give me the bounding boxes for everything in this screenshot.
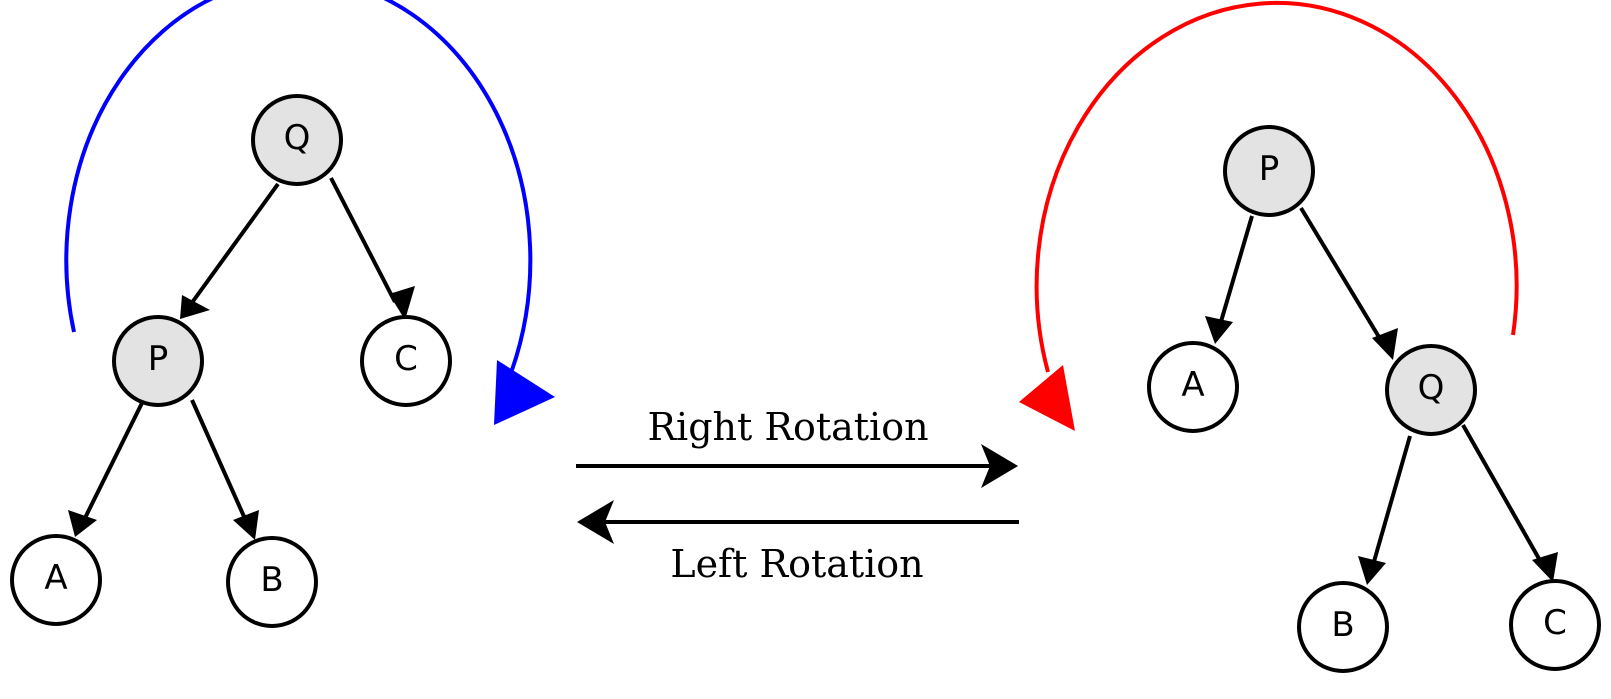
right-rotation-label: Right Rotation: [647, 405, 928, 449]
edge-q-to-c-arrowhead: [1532, 552, 1558, 582]
node-label: C: [394, 339, 418, 379]
node-circle: [1223, 125, 1315, 217]
tree-node-c: C: [1509, 579, 1601, 671]
node-label: Q: [1418, 368, 1445, 408]
edge-q-to-b: [1371, 435, 1412, 566]
node-circle: [251, 94, 343, 186]
right-rotation-arrowhead: [981, 444, 1018, 488]
node-label: A: [1181, 365, 1204, 405]
tree-node-q: Q: [251, 94, 343, 186]
edge-p-to-a-arrowhead: [1205, 316, 1233, 344]
edge-q-to-c: [1461, 424, 1544, 565]
edge-p-to-a: [82, 402, 144, 521]
node-label: A: [44, 558, 67, 598]
left-rotation-arrowhead: [577, 500, 614, 544]
tree-node-b: B: [1297, 581, 1389, 673]
node-label: B: [1331, 605, 1354, 645]
edge-q-to-p: [189, 182, 280, 306]
right-rotation-arc: [1034, 0, 1519, 373]
tree-node-p: P: [112, 315, 204, 407]
node-label: B: [260, 560, 283, 600]
node-circle: [226, 536, 318, 628]
node-circle: [360, 315, 452, 407]
left-tree: Q P C A B: [10, 0, 555, 628]
edge-q-to-b-arrowhead: [1358, 556, 1386, 585]
tree-node-b: B: [226, 536, 318, 628]
tree-node-p: P: [1223, 125, 1315, 217]
node-label: P: [148, 339, 169, 379]
tree-node-a: A: [1147, 341, 1239, 433]
node-circle: [1147, 341, 1239, 433]
left-rotation-arc: [64, 0, 533, 371]
edge-p-to-b: [190, 399, 248, 522]
left-rotation-label: Left Rotation: [670, 542, 923, 586]
node-label: P: [1259, 149, 1280, 189]
tree-node-a: A: [10, 534, 102, 626]
node-circle: [1297, 581, 1389, 673]
rotation-arrows: Right Rotation Left Rotation: [576, 405, 1019, 586]
edge-p-to-a: [1218, 215, 1254, 326]
node-circle: [1385, 344, 1477, 436]
node-circle: [112, 315, 204, 407]
edge-q-to-c-arrowhead: [389, 286, 415, 320]
node-circle: [10, 534, 102, 626]
node-label: C: [1543, 603, 1567, 643]
edge-p-to-a-arrowhead: [68, 510, 97, 537]
node-label: Q: [284, 118, 311, 158]
left-rotation-arc-arrowhead: [494, 360, 555, 425]
edge-p-to-q-arrowhead: [1372, 328, 1398, 360]
tree-node-q: Q: [1385, 344, 1477, 436]
right-rotation-arc-arrowhead: [1019, 365, 1075, 431]
edge-q-to-c: [329, 177, 397, 303]
node-circle: [1509, 579, 1601, 671]
edge-q-to-p-arrowhead: [180, 295, 210, 319]
tree-node-c: C: [360, 315, 452, 407]
right-tree: P A Q B C: [1019, 0, 1601, 673]
edge-p-to-q: [1299, 206, 1384, 344]
edge-p-to-b-arrowhead: [233, 510, 259, 540]
